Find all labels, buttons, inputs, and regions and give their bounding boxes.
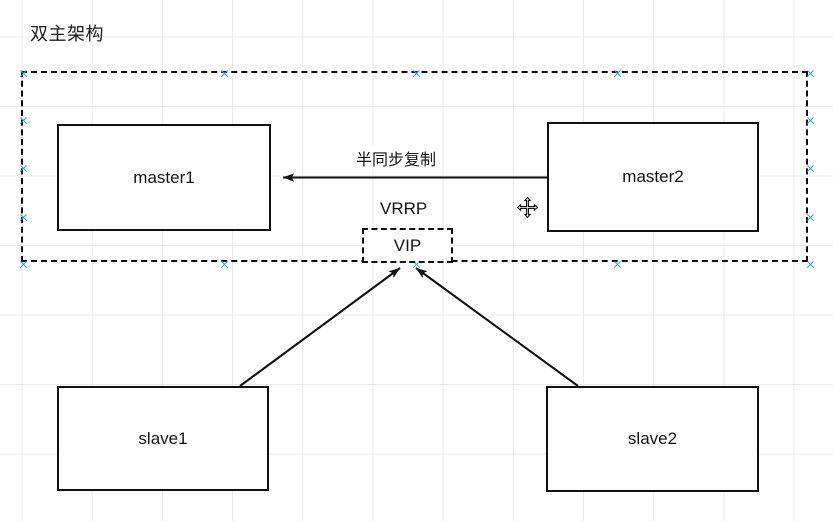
node-master2-label: master2 — [622, 167, 684, 186]
selection-handle-top-1[interactable] — [220, 69, 229, 78]
node-master1[interactable]: master1 — [57, 124, 271, 231]
selection-handle-bottom-left[interactable] — [19, 260, 28, 269]
node-master1-label: master1 — [133, 167, 195, 187]
selection-handle-bottom-1[interactable] — [220, 260, 229, 269]
edge-slave2-to-vip — [415, 267, 579, 387]
selection-handle-right-middle[interactable] — [806, 164, 815, 173]
node-slave1[interactable]: slave1 — [57, 386, 269, 491]
node-slave2[interactable]: slave2 — [546, 386, 759, 492]
node-vip[interactable]: VIP — [362, 228, 453, 263]
selection-handle-top-left[interactable] — [19, 69, 28, 78]
edge-slave1-to-vip — [239, 267, 401, 387]
edge-label-vrrp: VRRP — [376, 199, 432, 219]
node-master2[interactable]: master2 — [547, 122, 759, 232]
edge-label-semi-sync-replication: 半同步复制 — [352, 146, 441, 170]
selection-handle-bottom-2[interactable] — [613, 260, 622, 269]
selection-handle-left-2[interactable] — [19, 213, 28, 222]
selection-handle-right-1[interactable] — [806, 116, 815, 125]
selection-handle-left-1[interactable] — [19, 116, 28, 125]
selection-handle-left-middle[interactable] — [19, 164, 28, 173]
node-slave2-label: slave2 — [627, 429, 678, 448]
selection-handle-top-2[interactable] — [613, 69, 622, 78]
node-slave1-label: slave1 — [138, 428, 188, 448]
selection-handle-top-right[interactable] — [806, 69, 815, 78]
selection-handle-top-center[interactable] — [412, 69, 421, 78]
page-title: 双主架构 — [30, 24, 104, 44]
node-vip-label: VIP — [393, 235, 422, 255]
selection-handle-bottom-right[interactable] — [806, 260, 815, 269]
move-cursor-icon — [517, 197, 538, 218]
selection-handle-right-2[interactable] — [806, 213, 815, 222]
